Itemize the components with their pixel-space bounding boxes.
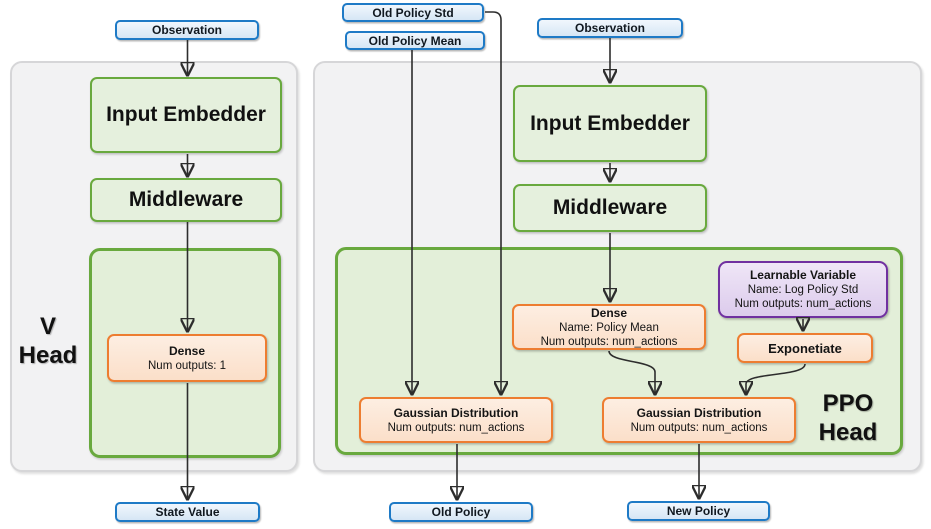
dense-policy-mean-detail2: Num outputs: num_actions bbox=[540, 335, 678, 348]
observation-input-left: Observation bbox=[115, 20, 259, 40]
learnable-variable-node: Learnable Variable Name: Log Policy Std … bbox=[718, 261, 888, 318]
old-policy-mean-input: Old Policy Mean bbox=[345, 31, 485, 50]
dense-policy-mean-detail1: Name: Policy Mean bbox=[559, 321, 659, 334]
input-embedder-ppo-label: Input Embedder bbox=[530, 111, 690, 135]
old-policy-std-input-label: Old Policy Std bbox=[372, 5, 454, 20]
new-policy-output: New Policy bbox=[627, 501, 770, 521]
ppo-head-label-line2: Head bbox=[818, 419, 878, 446]
ppo-head-label: PPO Head bbox=[803, 389, 893, 447]
middleware-v: Middleware bbox=[90, 178, 282, 222]
gaussian-distribution-new-node: Gaussian Distribution Num outputs: num_a… bbox=[602, 397, 796, 443]
dense-v-detail: Num outputs: 1 bbox=[148, 359, 226, 372]
new-policy-output-label: New Policy bbox=[666, 504, 731, 518]
gaussian-distribution-old-detail: Num outputs: num_actions bbox=[387, 421, 525, 434]
old-policy-output: Old Policy bbox=[389, 502, 533, 522]
input-embedder-ppo: Input Embedder bbox=[513, 85, 707, 162]
old-policy-output-label: Old Policy bbox=[431, 505, 491, 519]
state-value-output-label: State Value bbox=[155, 505, 220, 519]
dense-policy-mean-title: Dense bbox=[590, 305, 628, 320]
learnable-variable-title: Learnable Variable bbox=[749, 268, 857, 282]
observation-input-right: Observation bbox=[537, 18, 683, 38]
gaussian-distribution-new-detail: Num outputs: num_actions bbox=[630, 421, 768, 434]
middleware-v-label: Middleware bbox=[128, 188, 244, 211]
exponetiate-label: Exponetiate bbox=[768, 340, 842, 356]
state-value-output: State Value bbox=[115, 502, 260, 522]
learnable-variable-detail2: Num outputs: num_actions bbox=[734, 298, 872, 310]
middleware-ppo: Middleware bbox=[513, 184, 707, 232]
middleware-ppo-label: Middleware bbox=[552, 196, 668, 219]
input-embedder-v: Input Embedder bbox=[90, 77, 282, 153]
dense-v-node: Dense Num outputs: 1 bbox=[107, 334, 267, 382]
exponetiate-node: Exponetiate bbox=[737, 333, 873, 363]
dense-policy-mean-node: Dense Name: Policy Mean Num outputs: num… bbox=[512, 304, 706, 350]
dense-v-title: Dense bbox=[168, 343, 206, 358]
old-policy-std-input: Old Policy Std bbox=[342, 3, 484, 22]
v-head-label: V Head bbox=[10, 312, 86, 370]
observation-input-left-label: Observation bbox=[151, 23, 223, 37]
ppo-head-label-line1: PPO bbox=[822, 390, 874, 417]
gaussian-distribution-new-title: Gaussian Distribution bbox=[636, 405, 762, 420]
input-embedder-v-label: Input Embedder bbox=[106, 103, 266, 126]
v-head-label-line1: V bbox=[39, 313, 56, 340]
gaussian-distribution-old-title: Gaussian Distribution bbox=[393, 405, 519, 420]
old-policy-mean-input-label: Old Policy Mean bbox=[368, 33, 462, 48]
learnable-variable-detail1: Name: Log Policy Std bbox=[747, 284, 859, 296]
observation-input-right-label: Observation bbox=[574, 21, 646, 35]
gaussian-distribution-old-node: Gaussian Distribution Num outputs: num_a… bbox=[359, 397, 553, 443]
v-head-label-line2: Head bbox=[18, 342, 78, 369]
